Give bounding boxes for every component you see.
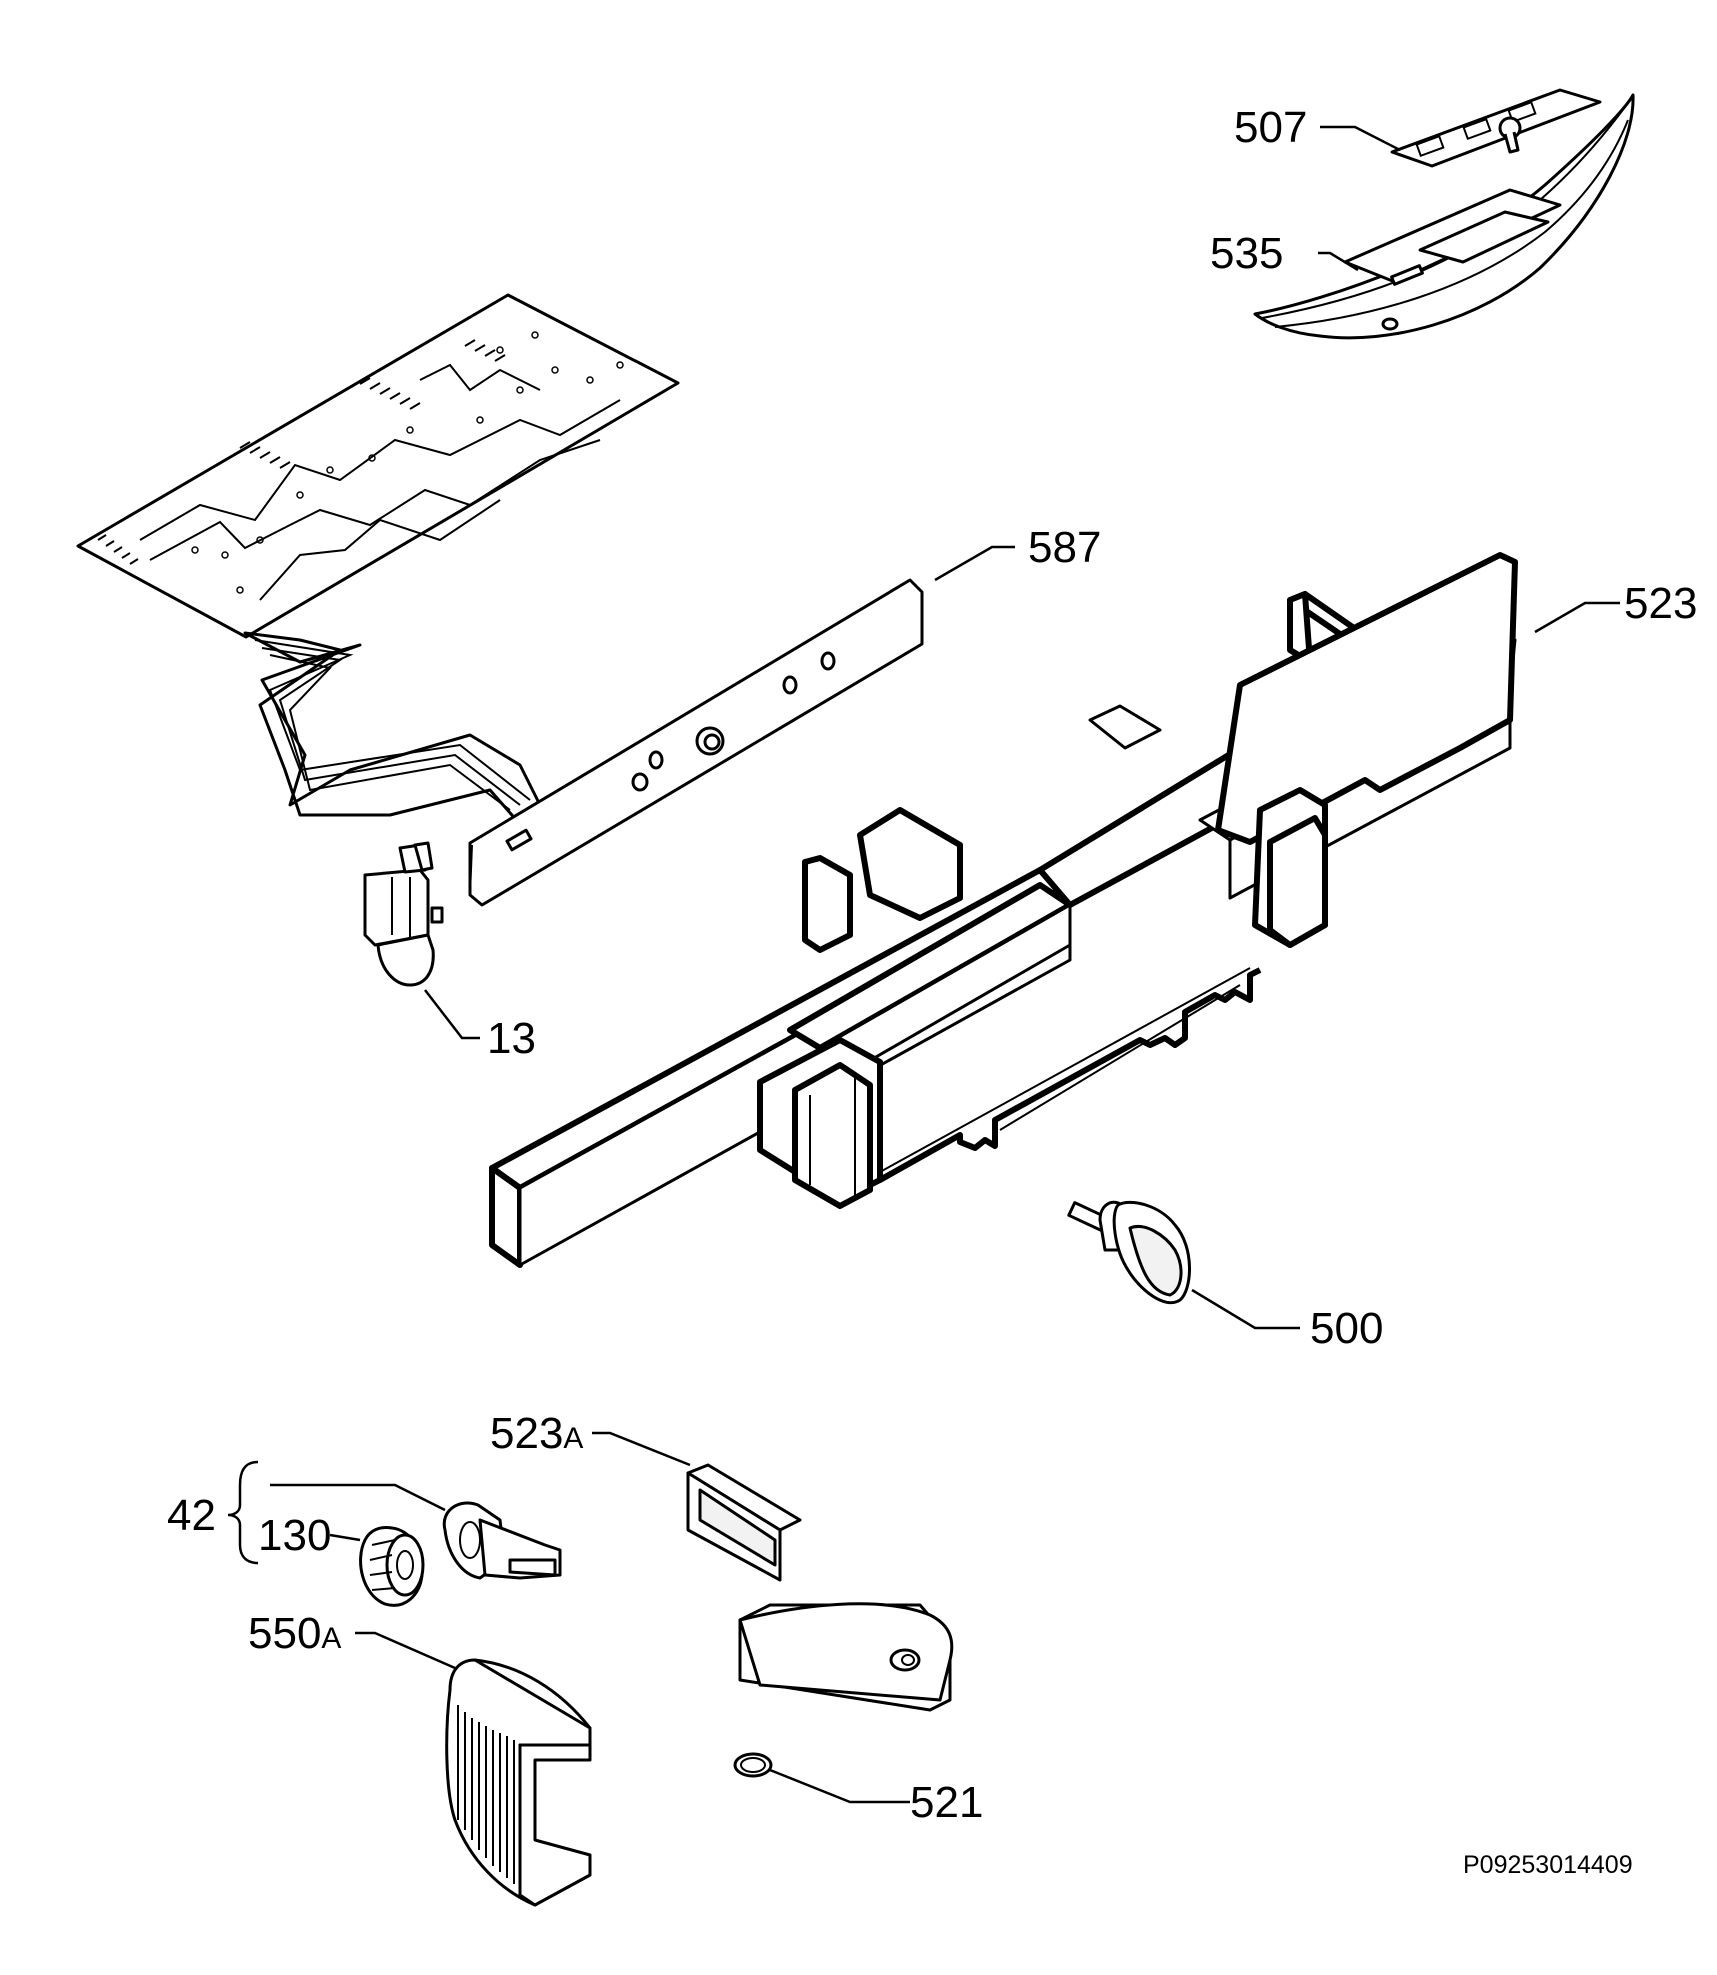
- label-523: 523: [1624, 579, 1697, 628]
- part-500-knob: [1067, 1200, 1191, 1305]
- leader-13: [424, 989, 480, 1040]
- label-587: 587: [1028, 523, 1101, 572]
- leader-550a: [355, 1631, 456, 1670]
- part-550a-end-cap: [445, 1658, 592, 1907]
- label-521: 521: [910, 1778, 983, 1827]
- leader-523: [1534, 601, 1620, 634]
- drawing-code: P09253014409: [1463, 1851, 1633, 1879]
- leader-42: [270, 1483, 446, 1512]
- label-535: 535: [1210, 229, 1283, 278]
- label-507: 507: [1234, 103, 1307, 152]
- brace-42: [227, 1460, 259, 1565]
- leader-535: [1318, 251, 1359, 272]
- label-523a: 523A: [490, 1409, 583, 1458]
- pcb-contact-pads: [97, 339, 506, 565]
- leader-lines: [227, 125, 1620, 1804]
- part-523-main-frame: [489, 552, 1518, 1268]
- part-507-clip-strip: [1390, 88, 1602, 168]
- label-13: 13: [487, 1014, 536, 1063]
- leader-130: [329, 1533, 361, 1542]
- part-13-switch-clip: [363, 841, 444, 987]
- label-550a: 550A: [248, 1609, 341, 1658]
- leader-521: [769, 1768, 910, 1804]
- flex-ribbon-cable: [243, 631, 542, 832]
- leader-507: [1320, 125, 1401, 152]
- label-42: 42: [167, 1491, 216, 1540]
- leader-523a: [592, 1431, 691, 1467]
- part-42-shaft-adapter: [442, 1501, 562, 1580]
- part-535-curved-strip: [1253, 93, 1635, 340]
- label-500: 500: [1310, 1304, 1383, 1353]
- leader-587: [934, 545, 1015, 582]
- part-523a-housing: [686, 1463, 954, 1712]
- part-130-bearing-wheel: [359, 1526, 425, 1607]
- part-587-bracket-strip: [468, 578, 924, 907]
- part-labels: 507 535 587 523 13 500 523A 42 130 550A …: [167, 103, 1697, 1879]
- control-board-pcb: [76, 293, 680, 639]
- label-130: 130: [258, 1511, 331, 1560]
- part-521-o-ring: [733, 1752, 773, 1778]
- leader-500: [1191, 1288, 1300, 1330]
